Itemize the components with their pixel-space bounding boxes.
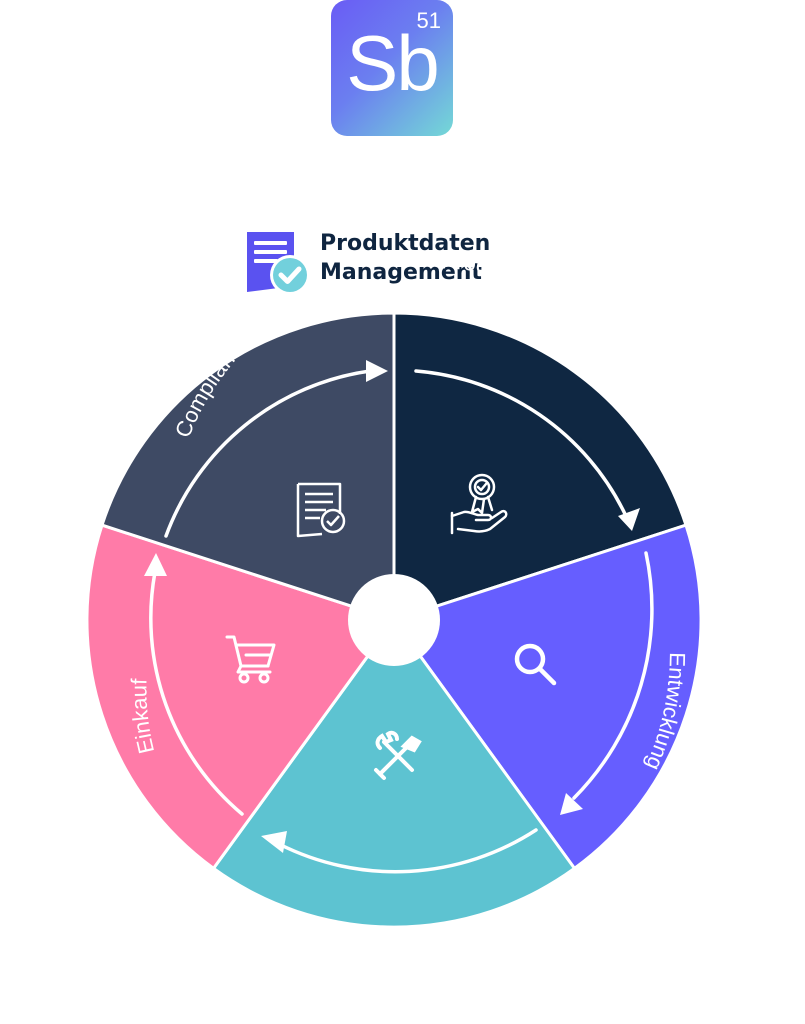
segment-einkauf [85,523,397,871]
segment-konstruktion [211,617,577,929]
arrow-head-produktdaten-management [618,508,640,531]
search-icon [514,643,557,686]
arrow-compliance [164,369,372,538]
segment-produktdaten-management [392,311,688,623]
award-hand-icon [450,473,508,535]
compliance-icon [296,482,346,538]
document-check-icon [247,232,310,295]
arrow-konstruktion [277,828,538,874]
tools-icon [374,730,422,780]
page-title: Produktdaten Management [320,229,550,287]
header: Produktdaten Management [244,228,544,298]
arrow-einkauf [149,570,244,816]
logo-number: 51 [416,8,441,33]
logo-badge: Sb 51 [331,0,453,136]
arrow-head-compliance [366,360,388,382]
cycle-arrows [144,360,654,874]
logo-symbol: Sb [346,19,439,107]
center-hub [348,574,440,666]
arrow-head-konstruktion [261,831,287,853]
segment-compliance [100,311,396,623]
segment-entwicklung [391,523,703,871]
document-check-icon [296,482,346,538]
arrow-head-entwicklung [560,793,583,815]
arrow-produktdaten-management [414,369,627,516]
arrow-entwicklung [572,551,654,800]
cart-icon [225,635,276,684]
arrow-head-einkauf [144,553,167,576]
title-line-1: Produktdaten [320,231,491,256]
title-line-2: Management [320,260,482,285]
wheel-segments [85,311,703,929]
